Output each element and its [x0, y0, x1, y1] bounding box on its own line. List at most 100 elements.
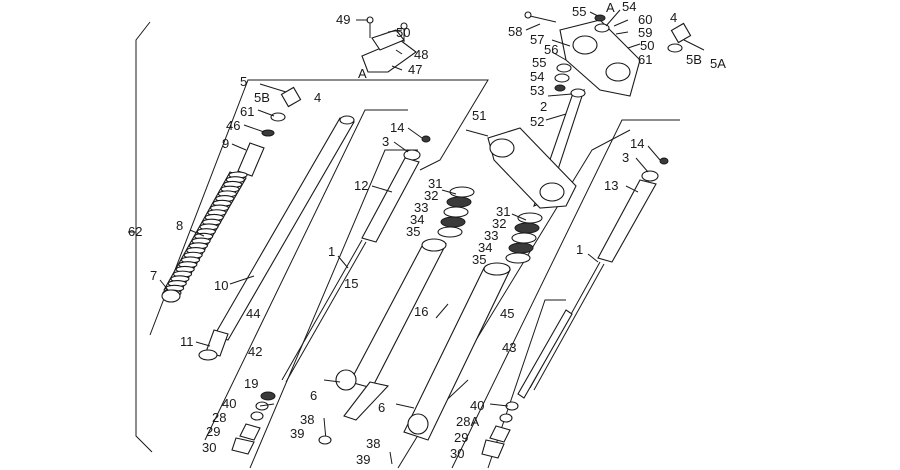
marker-a-left: A [358, 66, 367, 81]
bushing-11-ring [198, 349, 218, 361]
oring-61b [270, 112, 286, 122]
lower-leg-left [343, 381, 390, 421]
callout-60: 60 [638, 12, 652, 27]
spring-washer [446, 196, 472, 208]
axle-lug-right [407, 413, 429, 435]
callout-30-left: 30 [202, 440, 216, 455]
leader-9 [231, 143, 247, 151]
cap-3b [641, 170, 659, 182]
leader-57 [551, 39, 571, 47]
nut-55 [594, 14, 606, 22]
seal-19 [260, 391, 276, 401]
bushing-11 [205, 329, 229, 357]
callout-5A: 5A [710, 56, 726, 71]
callout-10: 10 [214, 278, 228, 293]
cup-29b [489, 425, 511, 443]
top-clamp-plate [361, 16, 417, 73]
leader-1a [337, 255, 349, 269]
slider-15 [349, 243, 447, 389]
callout-1-right: 1 [576, 242, 583, 257]
callout-54: 54 [530, 69, 544, 84]
frame-62-bracket [135, 21, 153, 453]
callout-labels: 49 50 48 47 58 55 54 60 59 50 61 4 5B 5A… [128, 0, 726, 467]
frame-left-rod [249, 149, 418, 469]
callout-46: 46 [226, 118, 240, 133]
spring-washer [443, 206, 469, 218]
washer-54 [594, 23, 610, 33]
axle-lug-left [335, 369, 357, 391]
callout-5B-left: 5B [254, 90, 270, 105]
rod-1-edge [285, 241, 367, 383]
leader-54a [605, 9, 621, 27]
callout-5: 5 [240, 74, 247, 89]
callout-9: 9 [222, 136, 229, 151]
leader-56 [551, 51, 567, 61]
spring-washer [511, 232, 537, 244]
boot-collar-9 [237, 142, 265, 177]
leader-7 [159, 279, 169, 291]
callout-57: 57 [530, 32, 544, 47]
callout-32-right: 32 [492, 216, 506, 231]
cup-29 [239, 423, 261, 441]
callout-8: 8 [176, 218, 183, 233]
lower-bore-right [539, 182, 565, 202]
leader-5B [683, 39, 705, 51]
leader-14 [407, 127, 423, 139]
callout-6-left: 6 [310, 388, 317, 403]
callout-56: 56 [544, 42, 558, 57]
rod-1b-edge [533, 263, 605, 391]
callout-38-right: 38 [366, 436, 380, 451]
callout-2: 2 [540, 99, 547, 114]
callout-43: 43 [502, 340, 516, 355]
callout-55-top: 55 [572, 4, 586, 19]
clamp-bore-right [605, 62, 631, 82]
leader-58 [525, 23, 541, 31]
leader-13 [625, 185, 639, 193]
lower-triple-clamp [465, 127, 577, 209]
callout-3-right: 3 [622, 150, 629, 165]
leader-60 [613, 19, 629, 27]
leader-2 [547, 93, 573, 97]
leader-52 [545, 113, 567, 121]
bolt-58-head [524, 11, 532, 19]
damper-12 [361, 157, 420, 243]
callout-28A: 28A [456, 414, 479, 429]
clip-7 [161, 289, 181, 303]
callout-14-right: 14 [630, 136, 644, 151]
ring-28 [250, 411, 264, 421]
cap-5 [280, 86, 302, 108]
leader-47 [391, 65, 403, 71]
spring-washer [508, 242, 534, 254]
callout-3-left: 3 [382, 134, 389, 149]
right-fork-outer [517, 157, 669, 399]
spring-stack-left [437, 186, 475, 238]
callout-32-left: 32 [424, 188, 438, 203]
callout-34-left: 34 [410, 212, 424, 227]
cap-4-top [670, 22, 692, 44]
callout-15: 15 [344, 276, 358, 291]
ring-14b [659, 157, 669, 165]
left-fork-inner [281, 135, 475, 421]
leader-3 [393, 141, 409, 153]
callout-61-top: 61 [638, 52, 652, 67]
bolt-51 [465, 129, 489, 137]
callout-52: 52 [530, 114, 544, 129]
race-54 [554, 73, 570, 83]
oring-61 [667, 43, 683, 53]
frame-left-tube [204, 109, 408, 441]
ring-28A [499, 413, 513, 423]
leader-11 [195, 341, 211, 347]
callout-33-right: 33 [484, 228, 498, 243]
callout-4-left: 4 [314, 90, 321, 105]
callout-28: 28 [212, 410, 226, 425]
callout-34-right: 34 [478, 240, 492, 255]
callout-55: 55 [532, 55, 546, 70]
callout-19: 19 [244, 376, 258, 391]
leader-55a [589, 11, 599, 17]
right-fork-middle [389, 212, 543, 465]
frame-right-tube [451, 119, 680, 469]
callout-53: 53 [530, 83, 544, 98]
callout-62: 62 [128, 224, 142, 239]
leader-lines [159, 9, 705, 407]
stem-top [570, 88, 586, 98]
